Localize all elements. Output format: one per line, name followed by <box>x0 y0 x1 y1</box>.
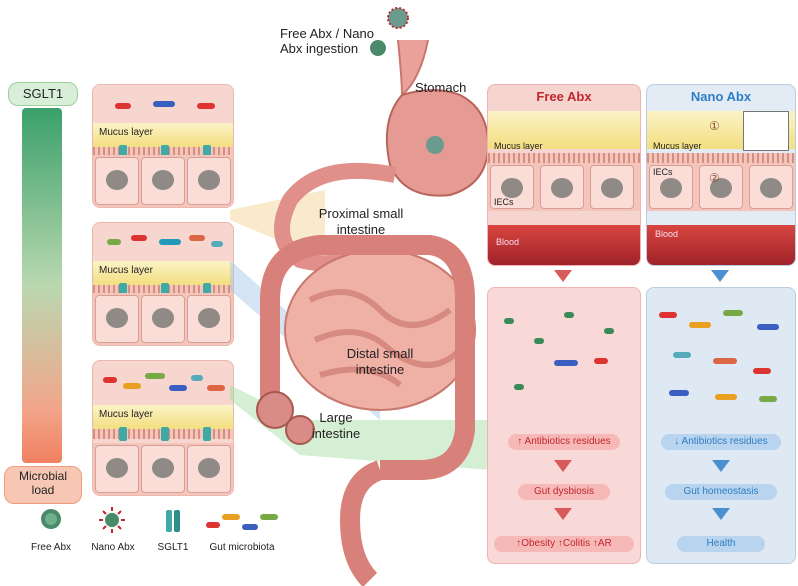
gut-homeostasis-label: Gut homeostasis <box>683 486 759 497</box>
distal-label: Distal small intestine <box>346 346 414 377</box>
rectum <box>339 460 384 586</box>
nano-abx-top-panel: Nano Abx Mucus layer ① ② IECs Blood <box>646 84 796 266</box>
zoom-inset <box>743 111 789 151</box>
bacteria-row <box>93 85 233 125</box>
flow-arrow <box>554 508 572 520</box>
legend-free-abx-label: Free Abx <box>30 542 72 553</box>
legend-sglt1-label: SGLT1 <box>157 542 189 553</box>
free-abx-outcomes: ↑Obesity ↑Colitis ↑AR <box>494 536 634 552</box>
stomach-label: Stomach <box>415 80 467 95</box>
free-abx-outcome-panel: ↑ Antibiotics residues Gut dysbiosis ↑Ob… <box>487 287 641 564</box>
bacteria-row <box>93 223 233 263</box>
nano-abx-icon <box>99 507 125 533</box>
health-label: Health <box>706 538 736 549</box>
flow-arrow <box>554 460 572 472</box>
flow-arrow <box>712 508 730 520</box>
nano-abx-flow-step: Health <box>677 536 765 552</box>
large-label: Large intestine <box>311 410 361 441</box>
nano-abx-arrow <box>711 270 729 282</box>
mucus-layer-label: Mucus layer <box>99 265 153 276</box>
nano-abx-flow-step: ↓ Antibiotics residues <box>661 434 781 450</box>
antibiotics-residues-label: Antibiotics residues <box>681 436 768 447</box>
bacteria-row <box>93 361 233 405</box>
blood-label: Blood <box>655 229 679 239</box>
epithelial-cells <box>488 163 640 211</box>
free-abx-flow-step: Gut dysbiosis <box>518 484 610 500</box>
colitis-label: Colitis <box>562 538 591 549</box>
mucus-layer-label: Mucus layer <box>99 127 153 138</box>
free-abx-flow-step: ↑ Antibiotics residues <box>508 434 620 450</box>
microbial-load-label: Microbial load <box>18 469 67 497</box>
nano-abx-microbes <box>653 298 789 410</box>
ar-label: AR <box>597 538 612 549</box>
legend-gut-microbiota-label: Gut microbiota <box>209 542 275 553</box>
digestive-tract-illustration <box>230 7 490 586</box>
large-intestine <box>260 235 475 480</box>
epithelial-cells <box>93 155 233 207</box>
nano-abx-title: Nano Abx <box>690 89 752 104</box>
free-abx-top-panel: Free Abx Mucus layer IECs Blood <box>487 84 641 266</box>
gut-microbiota-icon <box>206 514 278 530</box>
iecs-label: IECs <box>494 197 514 207</box>
nano-abx-outcome-panel: ↓ Antibiotics residues Gut homeostasis H… <box>646 287 796 564</box>
sglt1-label-box: SGLT1 <box>8 82 78 106</box>
nano-abx-particle <box>426 136 444 154</box>
obesity-label: Obesity <box>521 538 556 549</box>
legend: Free Abx Nano Abx SGLT1 Gut microbiota <box>14 506 284 566</box>
epithelial-cells <box>93 293 233 345</box>
epithelial-cells <box>647 163 795 211</box>
villi <box>647 153 795 163</box>
left-panel-proximal: Mucus layer <box>92 84 234 208</box>
nano-abx-flow-step: Gut homeostasis <box>665 484 777 500</box>
flow-arrow <box>712 460 730 472</box>
left-panel-large: Mucus layer <box>92 360 234 496</box>
mucus-layer <box>488 111 640 149</box>
small-intestine-coils <box>284 249 476 411</box>
mucus-layer <box>93 123 233 147</box>
proximal-label: Proximal small intestine <box>318 206 404 237</box>
epithelial-cells <box>93 443 233 495</box>
blood-vessel <box>488 225 640 265</box>
mucus-layer-label: Mucus layer <box>494 141 543 151</box>
microbial-load-label-box: Microbial load <box>4 466 82 504</box>
mucus-layer-label: Mucus layer <box>99 409 153 420</box>
free-abx-microbes <box>494 298 634 408</box>
gut-dysbiosis-label: Gut dysbiosis <box>533 486 595 497</box>
mucus-layer <box>93 261 233 285</box>
iecs-label: IECs <box>653 167 673 177</box>
large-beam <box>230 385 490 470</box>
villi <box>488 153 640 163</box>
free-abx-icon <box>41 509 61 529</box>
sglt1-icon <box>166 510 180 532</box>
nano-abx-particle <box>387 7 409 29</box>
blood-vessel <box>647 225 795 265</box>
mucus-layer-label: Mucus layer <box>653 141 702 151</box>
free-abx-particle <box>370 40 386 56</box>
step-1-marker: ① <box>709 119 720 133</box>
step-2-marker: ② <box>709 171 720 185</box>
legend-nano-abx-label: Nano Abx <box>91 542 135 553</box>
ingestion-label: Free Abx / Nano Abx ingestion <box>280 26 374 56</box>
free-abx-arrow <box>554 270 572 282</box>
antibiotics-residues-label: Antibiotics residues <box>524 436 611 447</box>
sglt1-label: SGLT1 <box>22 86 64 101</box>
left-panel-distal: Mucus layer <box>92 222 234 346</box>
sglt1-microbial-gradient-bar <box>22 108 62 463</box>
mucus-layer <box>93 405 233 429</box>
free-abx-title: Free Abx <box>536 89 592 104</box>
blood-label: Blood <box>496 237 520 247</box>
